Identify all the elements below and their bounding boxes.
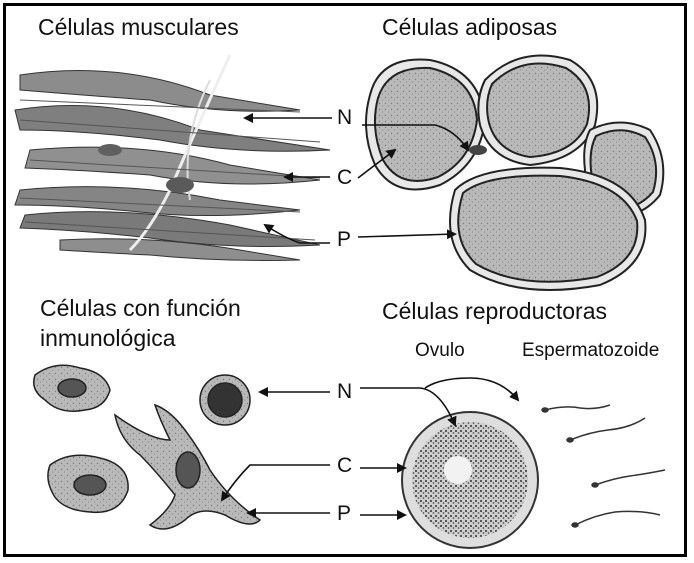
title-muscle-cells: Células musculares <box>38 14 239 41</box>
arrow-bottom-c-left <box>222 465 330 500</box>
sperm-illustration <box>542 405 665 527</box>
arrow-top-p-right <box>358 234 455 237</box>
label-top-n: N <box>337 106 352 130</box>
label-top-c: C <box>337 166 352 190</box>
title-immune-cells-line2: inmunológica <box>40 325 176 352</box>
label-ovum: Ovulo <box>415 340 465 362</box>
title-reproductive-cells: Células reproductoras <box>382 298 607 325</box>
immune-cells-illustration <box>34 365 260 529</box>
adipose-cells-illustration <box>366 56 663 291</box>
label-bottom-c: C <box>337 454 352 478</box>
muscle-cells-illustration <box>15 55 330 260</box>
label-top-p: P <box>337 228 351 252</box>
title-immune-cells-line1: Células con función <box>40 295 241 322</box>
label-bottom-n: N <box>337 380 352 404</box>
arrow-bottom-n-sperm <box>425 378 518 400</box>
label-bottom-p: P <box>337 502 351 526</box>
title-adipose-cells: Células adiposas <box>382 14 557 41</box>
label-sperm: Espermatozoide <box>522 340 659 362</box>
ovum-illustration <box>402 412 538 548</box>
